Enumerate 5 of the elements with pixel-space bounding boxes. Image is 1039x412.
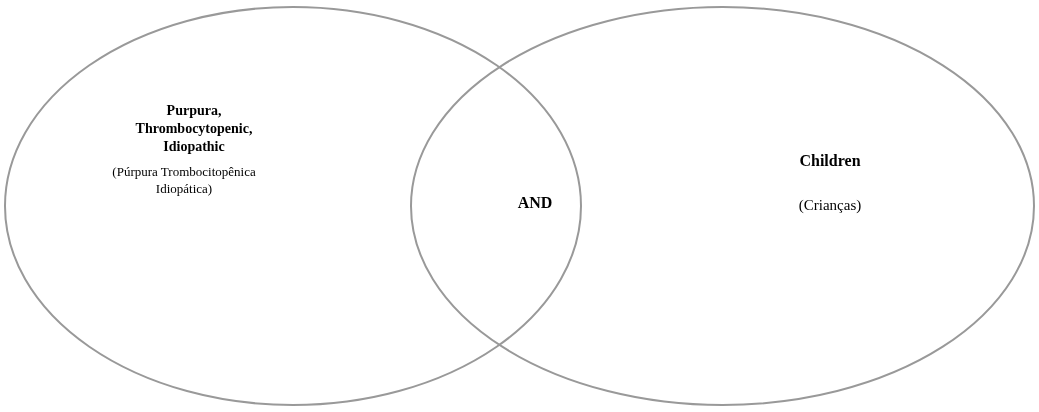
set-title: Purpura, Thrombocytopenic, Idiopathic	[134, 102, 254, 157]
set-translation: (Púrpura Trombocitopênica Idiopática)	[111, 164, 257, 198]
set-translation: (Crianças)	[797, 196, 863, 215]
intersection-label: AND	[516, 193, 554, 213]
set-title: Children	[798, 151, 862, 171]
